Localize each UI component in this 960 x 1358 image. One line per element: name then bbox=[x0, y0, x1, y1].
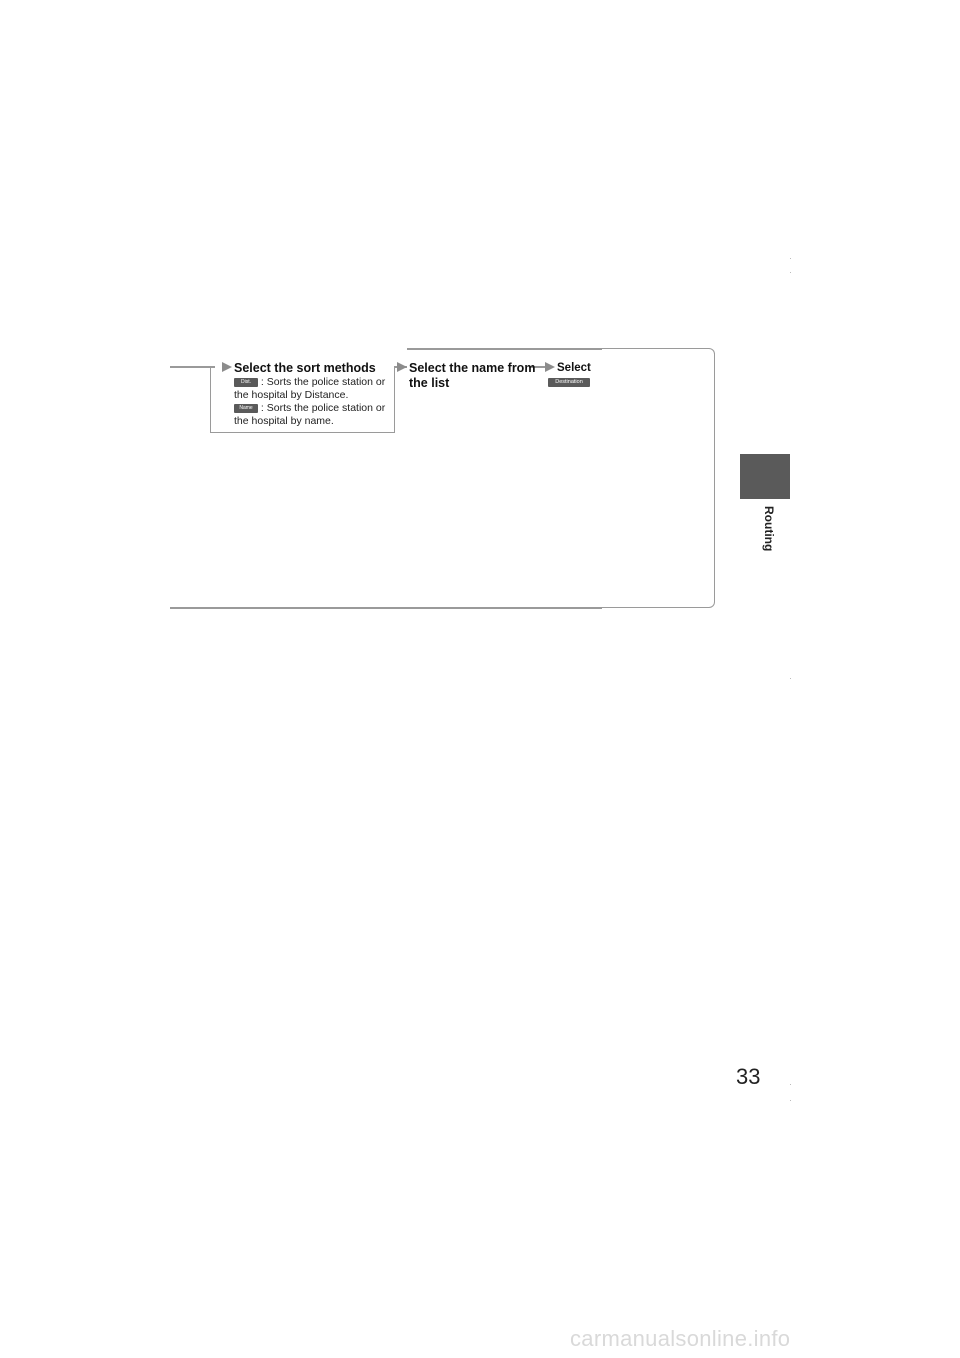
sort-option-distance-text: : Sorts the police station or the hospit… bbox=[234, 376, 386, 401]
sort-option-distance: Dist. : Sorts the police station or the … bbox=[234, 376, 389, 402]
arrow-icon bbox=[397, 362, 407, 372]
page-number: 33 bbox=[736, 1064, 761, 1089]
margin-mark bbox=[790, 1100, 791, 1101]
frame-bottom-line bbox=[170, 607, 602, 609]
frame-top-line-mid bbox=[530, 366, 545, 368]
margin-mark bbox=[790, 272, 791, 273]
name-button[interactable]: Name bbox=[234, 403, 258, 413]
arrow-icon bbox=[545, 362, 555, 372]
frame-top-left-line bbox=[170, 366, 215, 368]
margin-mark bbox=[790, 1084, 791, 1085]
arrow-icon bbox=[222, 362, 232, 372]
destination-button[interactable]: Destination bbox=[548, 378, 590, 387]
step-3-title: Select bbox=[557, 362, 591, 374]
dist-button[interactable]: Dist. bbox=[234, 377, 258, 387]
watermark: carmanualsonline.info bbox=[570, 1326, 791, 1351]
frame-top-span bbox=[407, 348, 602, 350]
sort-option-name-text: : Sorts the police station or the hospit… bbox=[234, 402, 386, 427]
step-1-title: Select the sort methods bbox=[234, 361, 376, 375]
step-1-box bbox=[210, 366, 395, 433]
step-2-title-line1: Select the name from bbox=[409, 361, 536, 375]
frame-right-top-corner bbox=[600, 348, 715, 608]
margin-mark bbox=[790, 258, 791, 259]
routing-tab-label: Routing bbox=[762, 506, 776, 552]
routing-tab-marker bbox=[740, 454, 790, 499]
step-2-title-line2: the list bbox=[409, 376, 450, 390]
margin-mark bbox=[790, 678, 791, 679]
sort-option-name: Name : Sorts the police station or the h… bbox=[234, 402, 389, 428]
